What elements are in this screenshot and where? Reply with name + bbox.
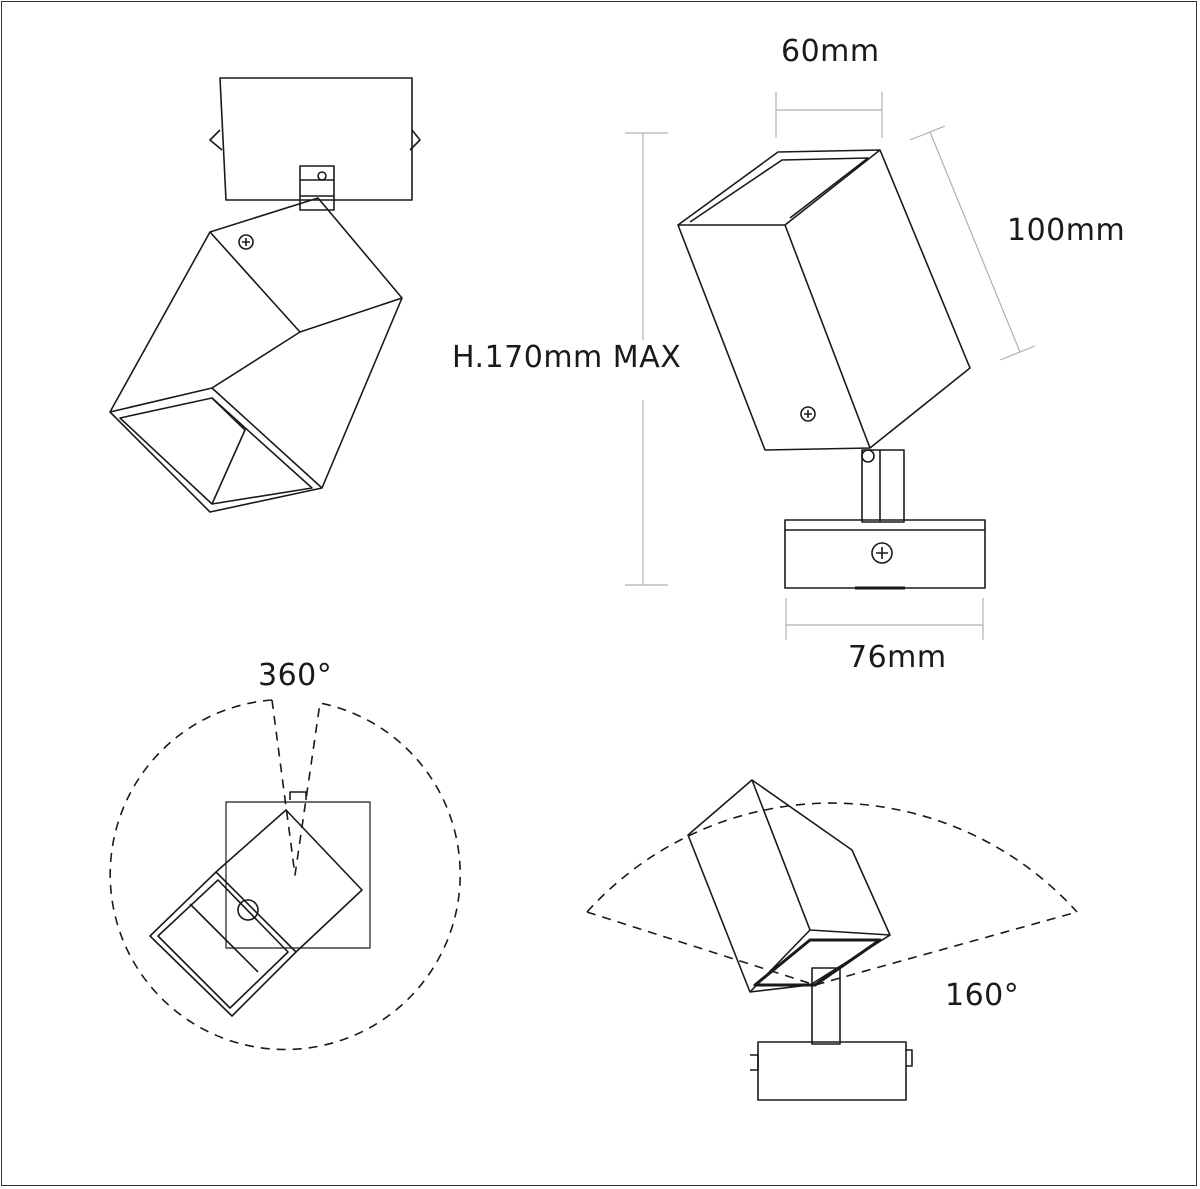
swivel-stem [299, 165, 335, 211]
length-dimension-label: 100mm [1007, 213, 1126, 248]
lamp-body [109, 197, 403, 513]
screw-icon [237, 899, 259, 921]
width-dimension-label: 60mm [781, 34, 880, 69]
tilt-view [586, 779, 1078, 1101]
mount-clips [209, 129, 421, 151]
mount-outline [225, 801, 371, 949]
wall-mount-base [757, 1041, 907, 1101]
screw-icon [800, 406, 816, 422]
swivel-stem [861, 449, 905, 523]
base-width-dimension-label: 76mm [848, 640, 947, 675]
dimension-lines [625, 92, 1036, 640]
ceiling-spotlight-view [109, 77, 421, 513]
screw-icon [238, 234, 254, 250]
lamp-edges [209, 231, 403, 389]
ceiling-mount-plate [219, 77, 413, 201]
lamp-opening [109, 387, 323, 505]
tilt-angle-label: 160° [945, 978, 1020, 1013]
height-dimension-label: H.170mm MAX [452, 340, 682, 375]
rotation-angle-label: 360° [258, 658, 333, 693]
dimension-view [625, 92, 1036, 640]
base-screw-icon [871, 542, 893, 564]
lamp-body [687, 779, 891, 993]
rotation-dashed-circle [109, 699, 461, 1051]
lamp-body [677, 149, 971, 451]
swivel-stem [811, 967, 841, 1045]
rotation-view [109, 699, 461, 1051]
tilt-dashed-arc [586, 802, 1078, 913]
